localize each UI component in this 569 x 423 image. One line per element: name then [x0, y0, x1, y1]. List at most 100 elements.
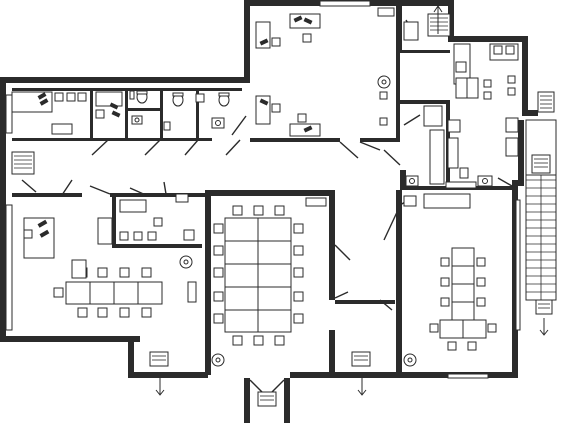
chair — [153, 217, 163, 227]
meeting-room-center — [211, 197, 327, 367]
wall-kitchen-step — [522, 110, 538, 116]
toilet-icon — [172, 92, 184, 107]
cabinet — [187, 281, 197, 303]
door-swing-icon — [21, 179, 37, 193]
door-swing-icon — [497, 177, 513, 187]
urinal — [163, 121, 171, 131]
north-office — [255, 7, 395, 137]
counter — [119, 199, 147, 213]
entry-arrow-icon — [155, 378, 165, 396]
copy-room — [97, 193, 195, 245]
door-swing-icon — [359, 141, 381, 151]
wall-copyroom-west — [112, 193, 116, 248]
restrooms — [11, 90, 230, 135]
sink-icon — [405, 175, 419, 187]
windows — [5, 0, 521, 379]
chair — [213, 291, 224, 302]
door-swing-icon — [231, 115, 247, 136]
column-east — [537, 91, 555, 113]
chair — [293, 313, 304, 324]
wall-kitchen-east-upper — [522, 36, 528, 116]
chair — [274, 335, 285, 346]
wall-meeting-top — [205, 190, 335, 196]
wall-bottom-step-1 — [128, 342, 134, 378]
entry-arrow-icon — [357, 378, 367, 396]
chair — [379, 91, 388, 100]
column-stair-bottom — [535, 299, 553, 315]
fixture — [505, 137, 519, 157]
wall-meeting-east — [329, 190, 335, 300]
column-west — [11, 151, 35, 175]
chair — [440, 257, 450, 267]
monitor-icon — [259, 38, 269, 46]
window-bottom-east — [447, 373, 489, 379]
chair — [71, 259, 87, 279]
fixture — [195, 93, 205, 103]
chair — [183, 229, 195, 241]
monitor-icon — [259, 98, 269, 106]
entrance-vestibule — [249, 379, 285, 393]
hatched-columns — [11, 13, 555, 407]
wall-restroom-3 — [160, 91, 163, 141]
chair — [440, 277, 450, 287]
chair — [66, 92, 76, 102]
wall-west-office-top — [12, 193, 82, 197]
sink-icon — [175, 193, 189, 203]
chair — [293, 291, 304, 302]
window-west-1 — [5, 94, 13, 134]
chair — [213, 267, 224, 278]
chair — [53, 287, 64, 298]
door-swing-icon — [61, 179, 73, 196]
plant-icon — [403, 353, 417, 367]
door-swing-icon — [184, 139, 199, 156]
chair — [147, 231, 157, 241]
fixture — [505, 117, 519, 133]
chair — [23, 229, 33, 239]
chair — [293, 267, 304, 278]
entry-arrow-icon — [433, 5, 443, 34]
monitor-icon — [109, 102, 119, 110]
wall-corridor-north — [12, 138, 212, 141]
wall-north-office-east — [396, 50, 400, 142]
plant-icon — [377, 75, 391, 89]
wall-service-corner — [400, 170, 406, 190]
monitor-icon — [39, 229, 50, 238]
plant-icon — [211, 353, 225, 367]
open-office-west — [23, 217, 197, 318]
chair — [487, 323, 497, 333]
wall-restroom-2 — [125, 91, 128, 141]
chair — [507, 87, 516, 96]
wall-kitchen-top — [448, 36, 528, 42]
wall-entrance-left — [244, 378, 250, 423]
counter — [423, 193, 471, 209]
chair — [77, 92, 87, 102]
sink-icon — [131, 115, 143, 125]
sink-icon — [455, 61, 467, 73]
fixture — [493, 45, 503, 55]
chair — [95, 109, 105, 119]
door-swing-icon — [129, 187, 149, 197]
fixture — [447, 119, 461, 133]
meeting-room-east — [403, 193, 497, 367]
window-west-2 — [5, 204, 13, 331]
door-swing-icon — [379, 299, 393, 311]
wall-entrance-right — [284, 378, 290, 423]
chair — [476, 297, 486, 307]
sink-icon — [477, 175, 493, 187]
fixture — [447, 137, 459, 169]
chair — [253, 335, 264, 346]
wall-ne-corner — [448, 0, 454, 42]
wall-east — [512, 180, 518, 378]
fixture — [505, 45, 515, 55]
door-swing-icon — [383, 209, 399, 241]
door-swing-icon — [339, 141, 359, 159]
wall-north-office-bottom — [250, 138, 340, 142]
chair — [213, 313, 224, 324]
chair — [271, 103, 281, 113]
monitor-icon — [37, 219, 48, 228]
door-swing-icon — [163, 181, 167, 195]
stairwell — [525, 119, 557, 301]
cabinet — [403, 21, 419, 41]
chair — [141, 267, 152, 278]
